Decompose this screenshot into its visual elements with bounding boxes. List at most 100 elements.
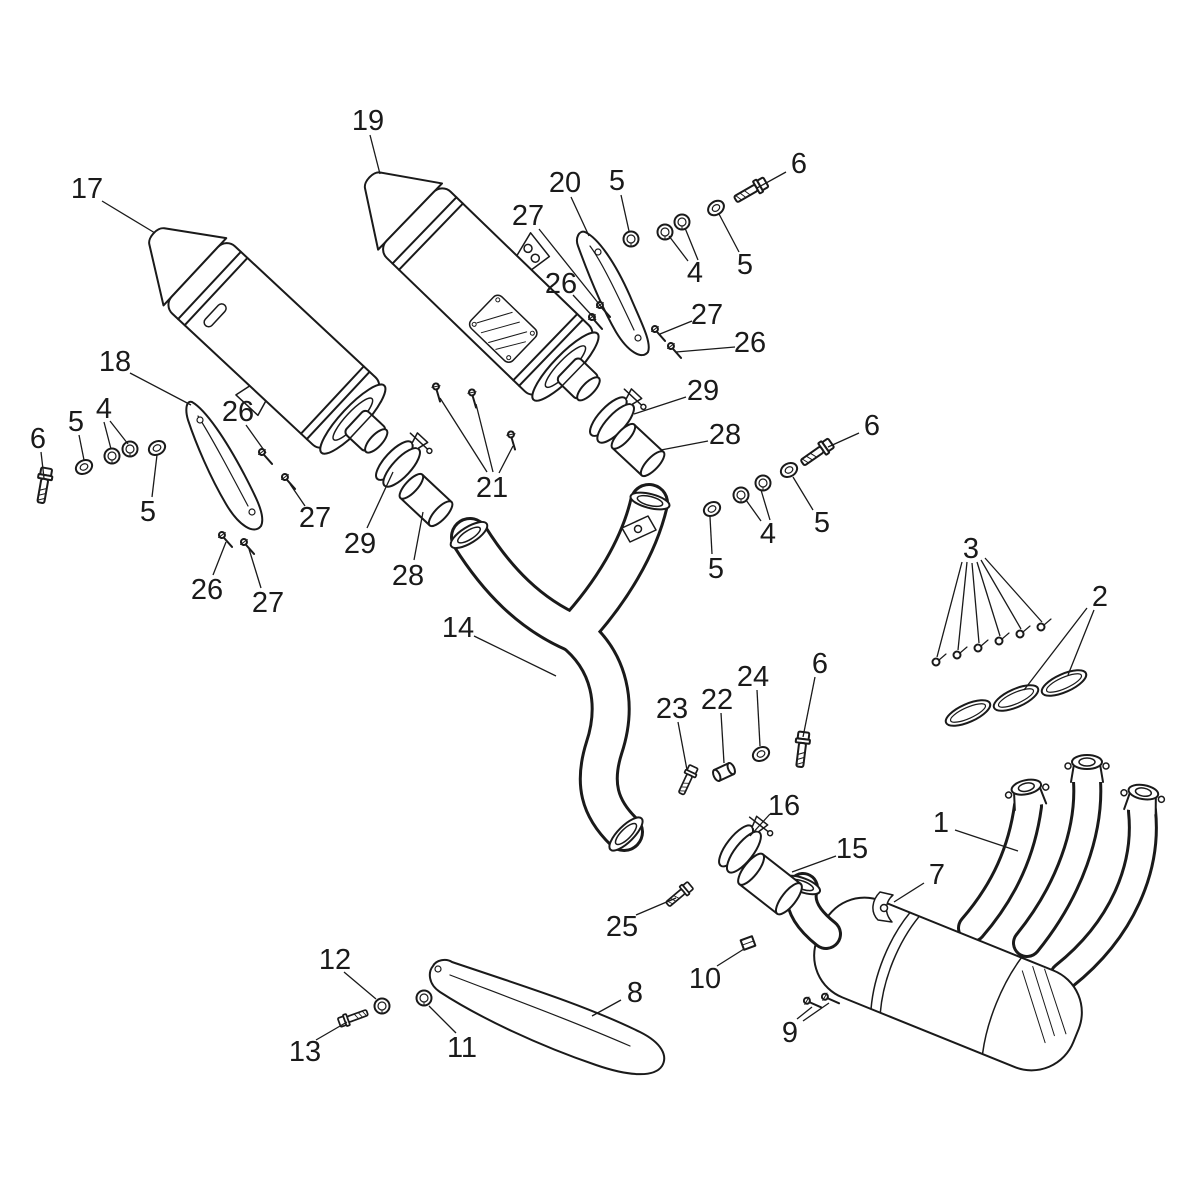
leader-line [315,1021,348,1041]
leader-line [498,445,514,474]
pipe-inlet-right [629,491,671,511]
leader-line [827,432,860,448]
washer [145,437,169,459]
header-flange-3 [1120,783,1166,816]
nut [121,440,139,458]
leader-line [109,420,129,445]
leader-line [745,499,762,522]
gasket-set [944,669,1088,727]
callout-27: 27 [691,299,723,331]
callout-11: 11 [447,1032,477,1064]
leader-line [980,559,1022,630]
callout-20: 20 [549,167,581,199]
screw-9 [802,993,823,1013]
leader-line [984,557,1043,623]
leader-line [796,1006,813,1020]
callout-5: 5 [814,507,830,539]
callout-8: 8 [627,977,643,1009]
washer [777,459,801,481]
callout-4: 4 [96,393,112,425]
bushing-22 [712,762,736,782]
leader-line [957,561,968,651]
callout-17: 17 [71,173,103,205]
leader-line [572,294,597,321]
callout-28: 28 [392,560,424,592]
leader-line [971,562,980,644]
leader-line [756,689,761,747]
leader-line [936,561,963,658]
leader-line [212,541,227,576]
leader-line [675,346,736,353]
leader-line [289,483,306,507]
callout-6: 6 [864,410,880,442]
callout-19: 19 [352,105,384,137]
callout-18: 18 [99,346,131,378]
leader-line [103,421,112,450]
callout-5: 5 [609,165,625,197]
callout-23: 23 [656,693,688,725]
leader-line [668,235,689,262]
leader-line [677,721,688,771]
callout-15: 15 [836,833,868,865]
callout-27: 27 [299,502,331,534]
headers-and-catalyst [782,754,1166,1072]
callout-10: 10 [689,963,721,995]
leader-line [760,489,771,521]
callout-2: 2 [1092,581,1108,613]
bolt-mid-right [797,436,837,470]
nut [673,213,691,231]
leader-line [40,451,45,479]
callout-21: 21 [476,472,508,504]
leader-line [151,454,158,498]
header-flange-1 [1004,778,1050,812]
leader-line [660,440,709,451]
washer [700,498,724,520]
leader-line [591,999,622,1017]
washer [704,196,728,220]
leader-line [101,200,156,234]
callout-5: 5 [708,553,724,585]
screw [216,530,236,548]
leader-line [620,194,630,232]
leader-line [428,1005,457,1034]
callout-27: 27 [252,587,284,619]
stud-set [931,618,1052,667]
leader-line [570,196,590,237]
callout-16: 16 [768,790,800,822]
leader-line [413,511,424,561]
callout-26: 26 [545,268,577,300]
callout-26: 26 [734,327,766,359]
leader-line [129,372,192,406]
leader-line [709,516,713,555]
pipe-outlet [608,816,644,852]
leader-line [1067,609,1095,676]
leader-line [749,813,771,837]
washer-24 [749,743,773,765]
callout-26: 26 [222,396,254,428]
callout-29: 29 [687,375,719,407]
screw [279,472,299,490]
link-pipe [449,483,671,852]
leader-line [369,134,381,175]
pipe-inlet-left [449,520,489,550]
callout-7: 7 [929,859,945,891]
callout-12: 12 [319,944,351,976]
bracket-7 [872,891,894,923]
leader-line [976,561,1001,637]
leader-line [791,855,837,873]
callout-28: 28 [709,419,741,451]
callout-27: 27 [512,200,544,232]
callout-1: 1 [933,807,949,839]
heat-shield-lower [428,958,666,1076]
leader-line [248,548,262,589]
callout-6: 6 [812,648,828,680]
screw-21 [462,387,485,409]
leader-lines [40,134,1095,1041]
nut [103,447,121,465]
callout-5: 5 [737,249,753,281]
leader-line [802,1002,830,1022]
screw [238,537,258,555]
callout-25: 25 [606,911,638,943]
